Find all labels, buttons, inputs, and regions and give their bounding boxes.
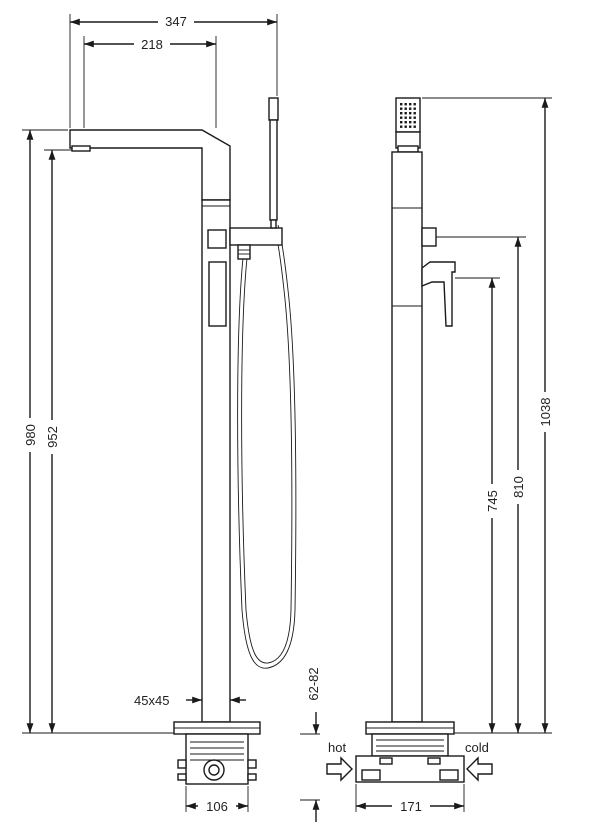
dimension-labels: 347 218 980 952 45x45 62-82 106 171 1038… (22, 12, 553, 814)
shower-hose-outer (237, 224, 297, 669)
hand-shower-head (268, 97, 279, 121)
nozzle-dot (413, 125, 416, 128)
side-column (391, 151, 423, 723)
nozzle-dot (400, 112, 403, 115)
side-view (355, 97, 465, 783)
diverter-knob (207, 229, 227, 249)
dim-clearance: 62-82 (306, 667, 321, 700)
nozzle-dot (409, 116, 412, 119)
nozzle-dot (413, 107, 416, 110)
spout-aerator (71, 145, 91, 152)
cold-inlet-arrow (466, 756, 493, 782)
nozzle-dot (400, 116, 403, 119)
side-mixer-lever (421, 261, 456, 327)
dim-overall-width: 347 (165, 14, 187, 29)
hot-inlet-arrow (326, 756, 353, 782)
dim-side-total-height: 1038 (538, 398, 553, 427)
dim-side-lever-height: 810 (511, 476, 526, 498)
nozzle-dot (400, 125, 403, 128)
nozzle-dot (404, 121, 407, 124)
hose-connector (237, 244, 251, 260)
nozzle-dot (400, 121, 403, 124)
dim-column-size: 45x45 (134, 693, 169, 708)
nozzle-dot (400, 107, 403, 110)
front-view (69, 97, 297, 785)
dim-side-diverter-height: 745 (485, 490, 500, 512)
handshower-bracket (229, 227, 283, 246)
dim-spout-reach: 218 (141, 37, 163, 52)
shower-nozzles (400, 103, 416, 128)
nozzle-dot (404, 116, 407, 119)
nozzle-dot (404, 107, 407, 110)
nozzle-dot (409, 125, 412, 128)
nozzle-dot (404, 112, 407, 115)
shower-hose-inner (241, 224, 293, 664)
hot-label: hot (328, 740, 346, 755)
dim-base-width-front: 106 (206, 799, 228, 814)
nozzle-dot (409, 112, 412, 115)
nozzle-dot (409, 121, 412, 124)
dim-front-total-height: 980 (23, 424, 38, 446)
nozzle-dot (413, 112, 416, 115)
side-diverter-knob (421, 227, 437, 247)
mixer-lever (208, 261, 227, 327)
nozzle-dot (404, 125, 407, 128)
side-hand-shower (395, 97, 421, 133)
nozzle-dot (400, 103, 403, 106)
hand-shower-handle (269, 119, 278, 221)
nozzle-dot (404, 103, 407, 106)
nozzle-dot (409, 107, 412, 110)
dim-base-width-side: 171 (400, 799, 422, 814)
spout (69, 129, 231, 201)
nozzle-dot (413, 121, 416, 124)
nozzle-dot (409, 103, 412, 106)
dim-front-spout-height: 952 (45, 426, 60, 448)
nozzle-dot (413, 116, 416, 119)
cold-label: cold (465, 740, 489, 755)
nozzle-dot (413, 103, 416, 106)
